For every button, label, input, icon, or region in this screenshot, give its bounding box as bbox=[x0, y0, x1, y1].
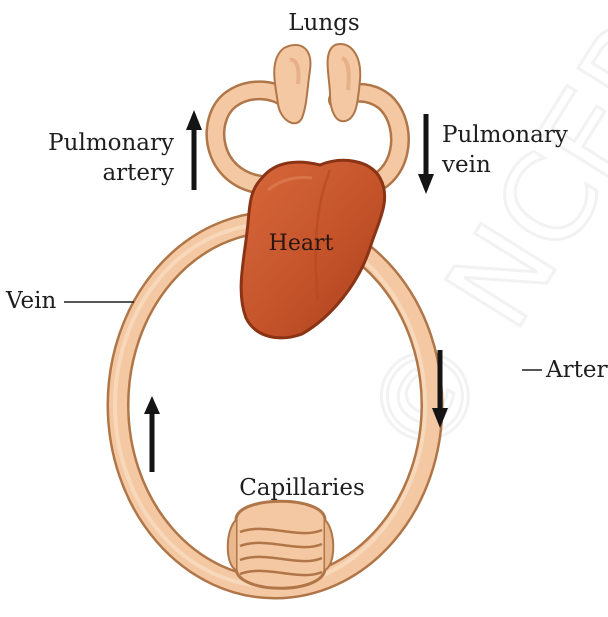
vein-arrow-up bbox=[144, 396, 160, 472]
watermark-text: © NCERT not to be republished bbox=[337, 0, 608, 485]
pulmonary-vein-arrow-down bbox=[418, 114, 434, 194]
pulmonary-vein-label-line1: Pulmonary bbox=[442, 122, 568, 148]
capillaries-label: Capillaries bbox=[239, 475, 365, 501]
right-lung bbox=[328, 44, 361, 121]
lungs-label: Lungs bbox=[288, 10, 359, 36]
vein-label: Vein bbox=[5, 288, 56, 314]
capillaries-bed bbox=[228, 501, 334, 588]
lungs-shape bbox=[274, 44, 360, 123]
heart-label: Heart bbox=[269, 231, 334, 256]
watermark: © NCERT not to be republished bbox=[337, 0, 608, 485]
pulmonary-vein-label-line2: vein bbox=[441, 152, 491, 178]
pulmonary-artery-label-line2: artery bbox=[102, 160, 174, 186]
left-lung bbox=[274, 45, 310, 123]
pulmonary-artery-label-line1: Pulmonary bbox=[48, 130, 174, 156]
pulmonary-artery-arrow-up bbox=[186, 110, 202, 190]
artery-label: Artery bbox=[545, 357, 608, 383]
